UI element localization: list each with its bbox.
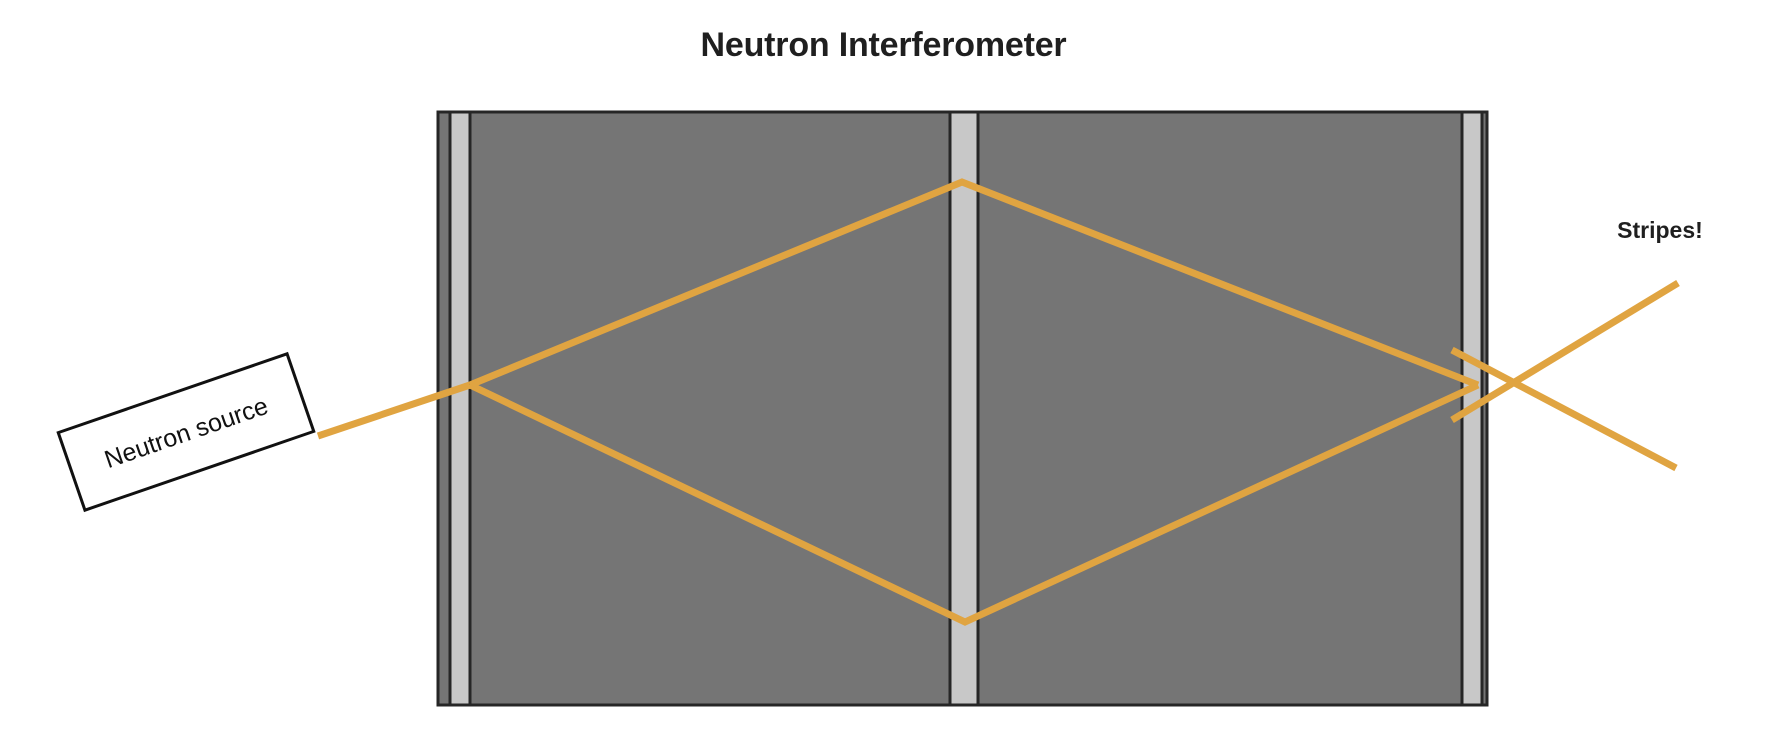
output-label-text: Stripes! bbox=[1617, 217, 1703, 243]
incident-beam bbox=[316, 381, 472, 440]
source-label-box bbox=[56, 351, 316, 513]
mirror-blade bbox=[948, 110, 980, 707]
page-title: Neutron Interferometer bbox=[700, 26, 1067, 64]
neutron-source-label: Neutron source bbox=[56, 351, 316, 513]
lower-arm-beam bbox=[468, 381, 1480, 626]
exit-beam-lower bbox=[1450, 346, 1678, 472]
exit-beam-upper bbox=[1450, 280, 1680, 423]
splitter-blade bbox=[448, 110, 472, 707]
upper-arm-beam bbox=[468, 178, 1480, 389]
